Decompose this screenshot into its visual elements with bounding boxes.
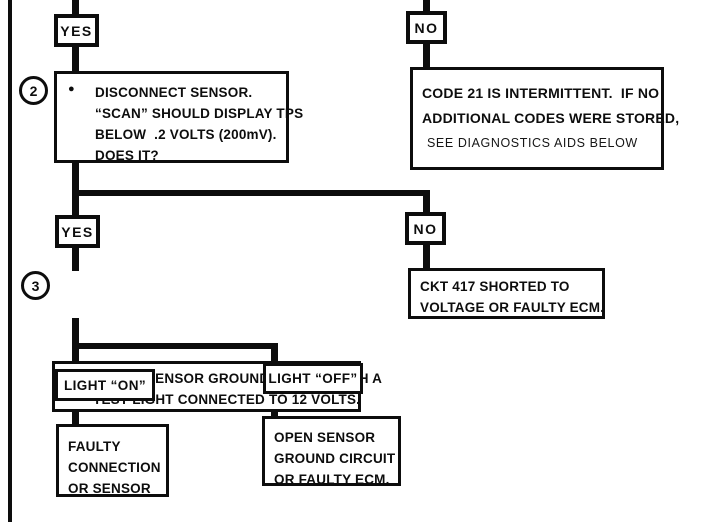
decision-no-top: NO — [406, 11, 447, 44]
faulty-connection-box: FAULTY CONNECTION OR SENSOR — [56, 424, 169, 497]
open-ground-box: OPEN SENSOR GROUND CIRCUIT OR FAULTY ECM… — [262, 416, 401, 487]
faulty-line-1: FAULTY — [68, 439, 121, 454]
connector-yes1-step2 — [72, 45, 79, 73]
connector-yes2-step3 — [72, 246, 79, 271]
decision-no-mid: NO — [405, 212, 446, 245]
decision-yes-top: YES — [54, 14, 99, 47]
decision-light-off: LIGHT “OFF” — [263, 363, 363, 394]
step2-line-2: “SCAN” SHOULD DISPLAY TPS — [95, 106, 304, 121]
ckt417-line-2: VOLTAGE OR FAULTY ECM. — [420, 300, 605, 315]
open-line-1: OPEN SENSOR — [274, 430, 376, 445]
connector-branch2-lightoff — [271, 343, 278, 365]
decision-yes-mid: YES — [55, 215, 100, 248]
open-line-2: GROUND CIRCUIT — [274, 451, 396, 466]
connector-no1-code21 — [423, 42, 430, 69]
connector-step2-down — [72, 160, 79, 217]
connector-branch1-no2 — [423, 190, 430, 214]
light-on-label: LIGHT “ON” — [64, 377, 146, 393]
step2-line-1: DISCONNECT SENSOR. — [95, 85, 253, 100]
branch-line-2 — [72, 343, 278, 349]
faulty-line-3: OR SENSOR — [68, 481, 151, 496]
intermittent-line-1: CODE 21 IS INTERMITTENT. IF NO — [422, 85, 660, 101]
code21-intermittent-box: CODE 21 IS INTERMITTENT. IF NO ADDITIONA… — [410, 67, 680, 170]
page-border-line — [8, 0, 12, 522]
ckt417-result-box: CKT 417 SHORTED TO VOLTAGE OR FAULTY ECM… — [408, 268, 605, 319]
open-line-3: OR FAULTY ECM. — [274, 472, 390, 487]
bullet-icon: ● — [68, 83, 75, 95]
connector-no2-ckt — [423, 243, 430, 270]
step-2-number: 2 — [29, 82, 38, 99]
step-number-3: 3 — [21, 271, 50, 300]
ckt417-line-1: CKT 417 SHORTED TO — [420, 279, 570, 294]
yes-top-label: YES — [60, 22, 93, 39]
decision-light-on: LIGHT “ON” — [55, 369, 155, 401]
no-top-label: NO — [414, 19, 439, 36]
step-3-number: 3 — [31, 277, 40, 294]
connector-top-yes — [72, 0, 79, 16]
yes-mid-label: YES — [61, 223, 94, 240]
intermittent-line-3: SEE DIAGNOSTICS AIDS BELOW — [427, 136, 638, 150]
faulty-line-2: CONNECTION — [68, 460, 161, 475]
step-number-2: 2 — [19, 76, 48, 105]
intermittent-line-2: ADDITIONAL CODES WERE STORED, — [422, 110, 680, 126]
step2-action-box: ● DISCONNECT SENSOR. “SCAN” SHOULD DISPL… — [54, 71, 304, 163]
no-mid-label: NO — [413, 220, 438, 237]
step2-line-4: DOES IT? — [95, 148, 159, 163]
connector-lighton-faulty — [72, 399, 79, 426]
light-off-label: LIGHT “OFF” — [268, 371, 358, 386]
connector-top-no — [423, 0, 430, 13]
step2-line-3: BELOW .2 VOLTS (200mV). — [95, 127, 277, 142]
branch-line-1 — [72, 190, 430, 196]
